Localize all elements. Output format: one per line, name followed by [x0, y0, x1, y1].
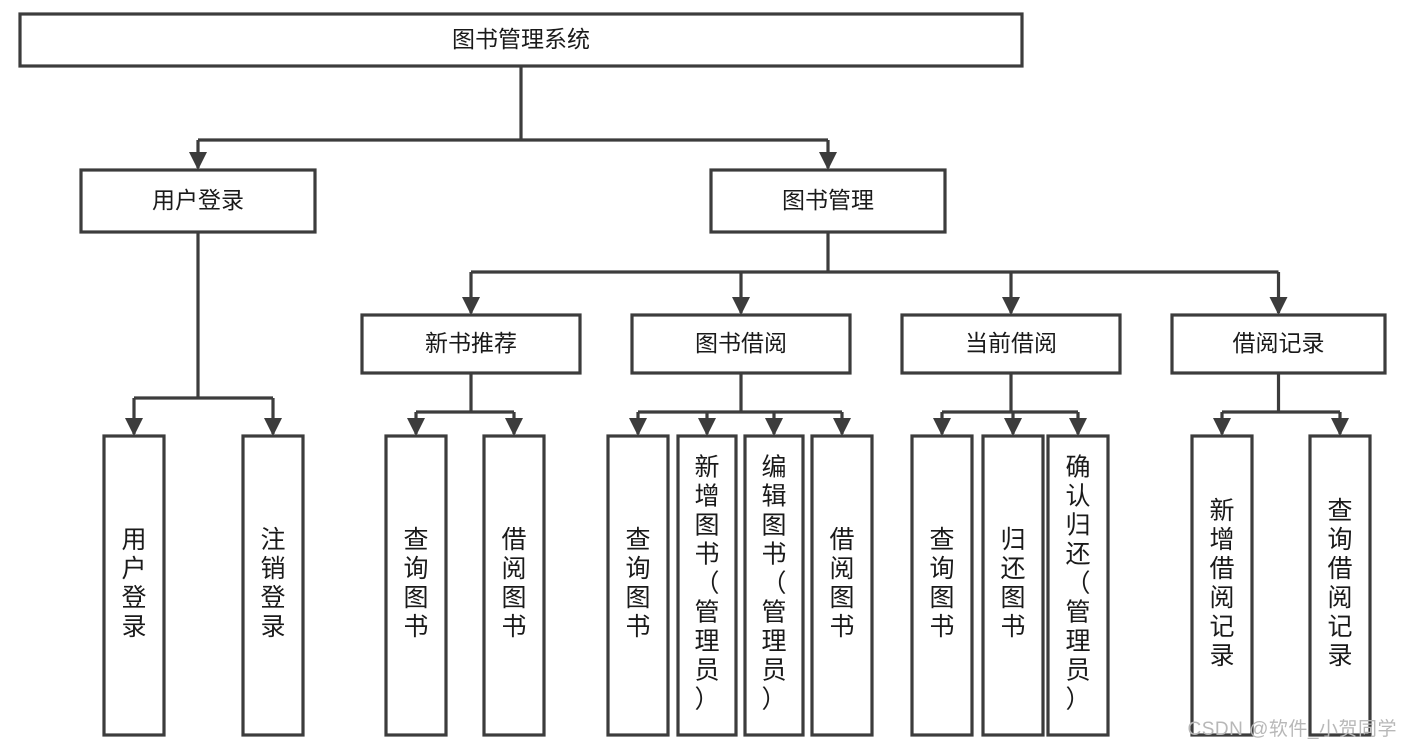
node-root-label: 图书管理系统 [452, 26, 590, 52]
arrow-head-icon [819, 152, 837, 170]
node-leaf-return-book-label: 归还图书 [1000, 526, 1025, 641]
arrow-head-icon [1331, 418, 1349, 436]
arrow-head-icon [933, 418, 951, 436]
node-book-borrow-label: 图书借阅 [695, 330, 787, 356]
arrow-head-icon [189, 152, 207, 170]
arrow-head-icon [765, 418, 783, 436]
node-leaf-confirm-return[interactable]: 确认归还（管理员） [1046, 434, 1110, 737]
node-borrow-record[interactable]: 借阅记录 [1170, 313, 1387, 375]
node-leaf-add-book[interactable]: 新增图书（管理员） [676, 434, 738, 737]
node-leaf-add-record-label: 新增借阅记录 [1209, 497, 1234, 670]
node-book-borrow[interactable]: 图书借阅 [630, 313, 852, 375]
arrow-head-icon [505, 418, 523, 436]
node-leaf-query-book-2[interactable]: 查询图书 [606, 434, 670, 737]
node-leaf-query-book-1-label: 查询图书 [403, 526, 428, 641]
node-leaf-borrow-book-2[interactable]: 借阅图书 [810, 434, 874, 737]
node-boxes: 图书管理系统用户登录图书管理新书推荐图书借阅当前借阅借阅记录用户登录注销登录查询… [18, 12, 1387, 737]
node-leaf-confirm-return-label: 确认归还（管理员） [1065, 454, 1090, 714]
node-leaf-edit-book[interactable]: 编辑图书（管理员） [743, 434, 805, 737]
node-new-book-recommend-label: 新书推荐 [425, 330, 517, 356]
node-leaf-logout-label: 注销登录 [260, 526, 285, 641]
node-leaf-query-record[interactable]: 查询借阅记录 [1308, 434, 1372, 737]
node-leaf-query-book-2-label: 查询图书 [625, 526, 650, 641]
node-new-book-recommend[interactable]: 新书推荐 [360, 313, 582, 375]
node-borrow-record-label: 借阅记录 [1233, 330, 1325, 356]
node-leaf-query-book-3-label: 查询图书 [929, 526, 954, 641]
arrow-head-icon [1069, 418, 1087, 436]
node-leaf-borrow-book-2-label: 借阅图书 [829, 526, 854, 641]
arrow-head-icon [1213, 418, 1231, 436]
arrow-head-icon [629, 418, 647, 436]
node-book-manage-label: 图书管理 [782, 187, 874, 213]
node-root[interactable]: 图书管理系统 [18, 12, 1024, 68]
node-leaf-add-record[interactable]: 新增借阅记录 [1190, 434, 1254, 737]
arrow-head-icon [1269, 297, 1288, 315]
node-leaf-query-book-1[interactable]: 查询图书 [384, 434, 448, 737]
node-leaf-return-book[interactable]: 归还图书 [981, 434, 1045, 737]
arrow-head-icon [1004, 418, 1022, 436]
node-leaf-borrow-book-1-label: 借阅图书 [501, 526, 526, 641]
node-user-login[interactable]: 用户登录 [79, 168, 317, 234]
arrow-head-icon [833, 418, 851, 436]
node-current-borrow-label: 当前借阅 [965, 330, 1057, 356]
connector-edges [125, 66, 1349, 436]
node-leaf-user-login[interactable]: 用户登录 [102, 434, 166, 737]
arrow-head-icon [125, 418, 143, 436]
node-leaf-query-book-3[interactable]: 查询图书 [910, 434, 974, 737]
node-leaf-query-record-label: 查询借阅记录 [1327, 497, 1352, 670]
arrow-head-icon [264, 418, 282, 436]
arrow-head-icon [732, 297, 750, 315]
node-leaf-edit-book-label: 编辑图书（管理员） [761, 454, 786, 714]
node-leaf-add-book-label: 新增图书（管理员） [694, 454, 719, 714]
watermark-text: CSDN @软件_小贺同学 [1187, 719, 1397, 740]
arrow-head-icon [407, 418, 425, 436]
node-user-login-label: 用户登录 [152, 187, 244, 213]
node-leaf-borrow-book-1[interactable]: 借阅图书 [482, 434, 546, 737]
node-leaf-logout[interactable]: 注销登录 [241, 434, 305, 737]
node-current-borrow[interactable]: 当前借阅 [900, 313, 1122, 375]
arrow-head-icon [462, 297, 480, 315]
arrow-head-icon [1002, 297, 1020, 315]
node-leaf-user-login-label: 用户登录 [121, 526, 146, 641]
arrow-head-icon [698, 418, 716, 436]
node-book-manage[interactable]: 图书管理 [709, 168, 947, 234]
